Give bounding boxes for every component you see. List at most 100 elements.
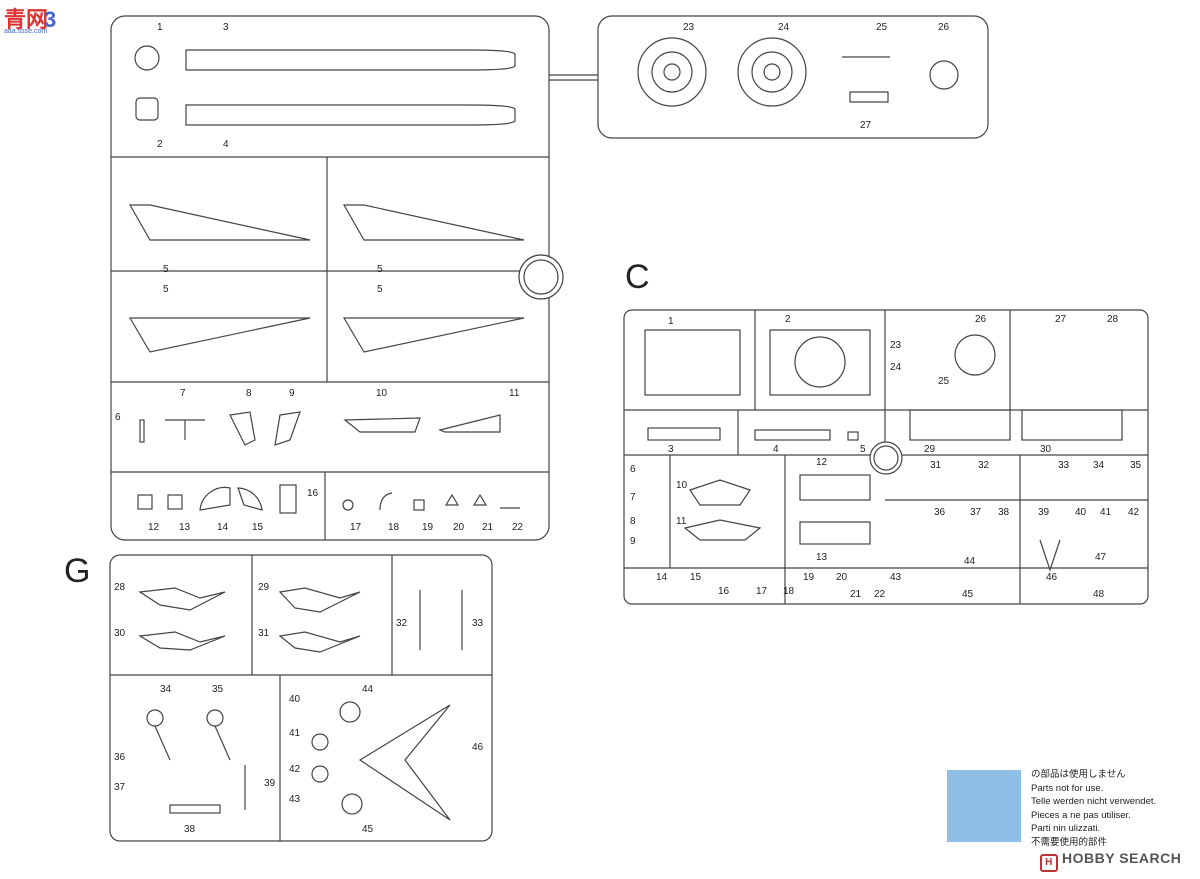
sprue-c-part-label: 42 <box>1128 507 1140 518</box>
sprue-c-part-label: 43 <box>890 572 902 583</box>
sprue-g-part-label: 42 <box>289 764 301 775</box>
sprue-c-part-label: 7 <box>630 492 636 503</box>
legend-line-fr: Pieces a ne pas utiliser. <box>1031 809 1131 821</box>
sprue-g-part-label: 28 <box>114 582 126 593</box>
sprue-wheels-part-label: 26 <box>938 22 950 33</box>
legend-line-en: Parts not for use. <box>1031 782 1104 794</box>
sprue-main-part-label: 10 <box>376 388 388 399</box>
sprue-c-part-label: 23 <box>890 340 902 351</box>
sprue-c-part-label: 28 <box>1107 314 1119 325</box>
sprue-g-part-label: 31 <box>258 628 270 639</box>
sprue-c-part-label: 19 <box>803 572 815 583</box>
sprue-main-part-label: 1 <box>157 22 163 33</box>
sprue-c-part-label: 31 <box>930 460 942 471</box>
sprue-g-part-label: 46 <box>472 742 484 753</box>
sprue-letter-g: G <box>64 552 91 590</box>
sprue-c-part-label: 5 <box>860 444 866 455</box>
sprue-main-part-label: 21 <box>482 522 494 533</box>
sprue-main-part-label: 7 <box>180 388 186 399</box>
sprue-main-part-label: 2 <box>157 139 163 150</box>
sprue-g-part-label: 44 <box>362 684 374 695</box>
part-3-shape <box>185 49 516 71</box>
sprue-c-part-label: 33 <box>1058 460 1070 471</box>
sprue-c-part-label: 15 <box>690 572 702 583</box>
sprue-c-part-label: 32 <box>978 460 990 471</box>
sprue-main-part-label: 16 <box>307 488 319 499</box>
sprue-c-part-label: 14 <box>656 572 668 583</box>
sprue-g-part-label: 33 <box>472 618 484 629</box>
sprue-g-frame <box>109 554 493 842</box>
sprue-c-part-label: 29 <box>924 444 936 455</box>
sprue-c-part-label: 39 <box>1038 507 1050 518</box>
sprue-g-part-label: 36 <box>114 752 126 763</box>
sprue-main-part-label: 9 <box>289 388 295 399</box>
sprue-c-part-label: 21 <box>850 589 862 600</box>
sprue-c-part-label: 27 <box>1055 314 1067 325</box>
sprue-c-part-label: 17 <box>756 586 768 597</box>
sprue-main-part-label: 8 <box>246 388 252 399</box>
sprue-c-part-label: 34 <box>1093 460 1105 471</box>
sprue-c-part-label: 37 <box>970 507 982 518</box>
sprue-c-part-label: 45 <box>962 589 974 600</box>
sprue-main-part-label: 19 <box>422 522 434 533</box>
sprue-c-part-label: 8 <box>630 516 636 527</box>
sprue-main-part-label: 5 <box>377 284 383 295</box>
sprue-wheels-frame <box>597 15 989 139</box>
sprue-c-frame <box>623 309 1149 605</box>
sprue-g-part-label: 41 <box>289 728 301 739</box>
sprue-main-part-label: 3 <box>223 22 229 33</box>
sprue-main-part-label: 17 <box>350 522 362 533</box>
sprue-g-part-label: 30 <box>114 628 126 639</box>
site-logo: 青网3 aaa.ssse.com <box>4 7 57 35</box>
sprue-main-part-label: 18 <box>388 522 400 533</box>
sprue-c-part-label: 40 <box>1075 507 1087 518</box>
sprue-g-part-label: 40 <box>289 694 301 705</box>
sprue-c-part-label: 25 <box>938 376 950 387</box>
sprue-main-part-label: 14 <box>217 522 229 533</box>
sprue-g-part-label: 29 <box>258 582 270 593</box>
sprue-g-part-label: 38 <box>184 824 196 835</box>
sprue-c-part-label: 24 <box>890 362 902 373</box>
not-for-use-color-swatch <box>947 770 1021 842</box>
sprue-c-part-label: 44 <box>964 556 976 567</box>
sprue-gate-circle <box>518 254 564 300</box>
sprue-main-part-label: 4 <box>223 139 229 150</box>
sprue-c-part-label: 3 <box>668 444 674 455</box>
sprue-main-part-label: 12 <box>148 522 160 533</box>
not-for-use-legend: の部品は使用しません Parts not for use. Telle werd… <box>1031 768 1156 850</box>
sprue-c-part-label: 20 <box>836 572 848 583</box>
sprue-c-part-label: 4 <box>773 444 779 455</box>
sprue-letter-c: C <box>625 258 650 296</box>
sprue-c-part-label: 41 <box>1100 507 1112 518</box>
sprue-main-part-label: 15 <box>252 522 264 533</box>
sprue-g-part-label: 39 <box>264 778 276 789</box>
sprue-g-part-label: 34 <box>160 684 172 695</box>
sprue-c-part-label: 13 <box>816 552 828 563</box>
sprue-c-part-label: 10 <box>676 480 688 491</box>
sprue-c-part-label: 16 <box>718 586 730 597</box>
sprue-main-frame <box>110 15 550 541</box>
sprue-c-part-label: 6 <box>630 464 636 475</box>
sprue-main-part-label: 5 <box>163 264 169 275</box>
wheel-23 <box>637 37 707 107</box>
hobby-search-text: HOBBY SEARCH <box>1062 850 1182 866</box>
sprue-c-part-label: 47 <box>1095 552 1107 563</box>
sprue-main-part-label: 5 <box>163 284 169 295</box>
sprue-c-part-label: 11 <box>676 516 687 527</box>
sprue-g-part-label: 35 <box>212 684 224 695</box>
sprue-g-part-label: 32 <box>396 618 408 629</box>
sprue-g-part-label: 43 <box>289 794 301 805</box>
sprue-c-part-label: 22 <box>874 589 886 600</box>
sprue-c-part-label: 18 <box>783 586 795 597</box>
sprue-wheels-part-label: 27 <box>860 120 872 131</box>
legend-line-it: Parti nin ulizzati. <box>1031 823 1101 835</box>
sprue-main-part-label: 22 <box>512 522 524 533</box>
sprue-wheels-part-label: 24 <box>778 22 790 33</box>
sprue-c-part-label: 1 <box>668 316 674 327</box>
sprue-c-part-label: 30 <box>1040 444 1052 455</box>
legend-line-zh: 不需要使用的部件 <box>1031 836 1108 848</box>
